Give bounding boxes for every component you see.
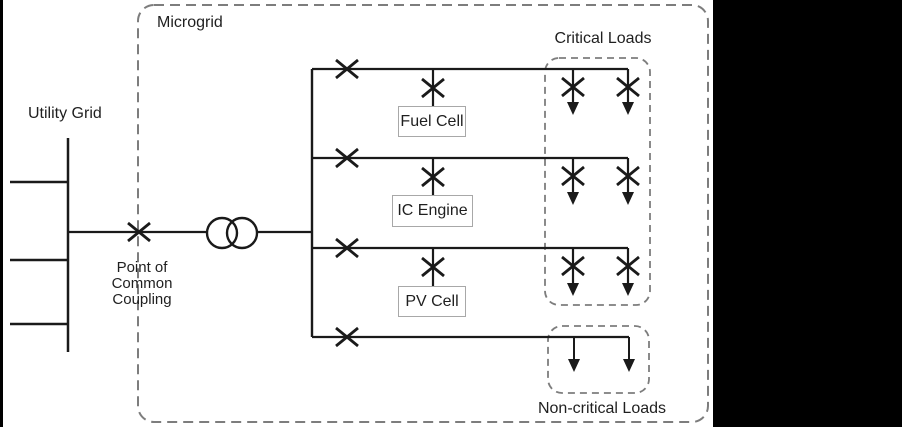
- fuel-cell-label: Fuel Cell: [400, 112, 464, 130]
- feeder-2-breaker-icon: [335, 147, 359, 169]
- critical-loads-feeder-2: [561, 158, 640, 205]
- transformer-coil-right: [225, 216, 259, 250]
- feeder-lines: [312, 67, 629, 339]
- ic-engine-label: IC Engine: [397, 202, 468, 219]
- pcc-breaker-icon: [127, 221, 151, 243]
- critical-loads-label: Critical Loads: [554, 30, 652, 47]
- pcc-label-line-3: Coupling: [112, 291, 172, 308]
- pcc-label-line-2: Common: [111, 275, 173, 292]
- non-critical-drop-lines: [573, 337, 630, 361]
- ic-engine-breaker-icon: [421, 166, 445, 188]
- critical-f3-load-arrow-left-icon: [567, 283, 579, 296]
- critical-loads-feeder-3: [561, 248, 640, 296]
- critical-f2-load-arrow-left-icon: [567, 192, 579, 205]
- feeder-1-breaker-icon: [335, 58, 359, 80]
- non-critical-loads-label: Non-critical Loads: [537, 400, 667, 417]
- fuel-cell-breaker-icon: [421, 77, 445, 99]
- critical-f2-load-arrow-right-icon: [622, 192, 634, 205]
- ic-engine-box: IC Engine: [392, 195, 473, 227]
- critical-f3-breaker-left-icon: [561, 255, 585, 277]
- non-critical-load-arrow-right-icon: [623, 359, 635, 372]
- feeder-breakers: [335, 58, 359, 348]
- critical-loads-feeder-1: [561, 69, 640, 115]
- critical-f1-breaker-right-icon: [616, 76, 640, 98]
- feeder-3-breaker-icon: [335, 237, 359, 259]
- microgrid-label: Microgrid: [157, 14, 223, 31]
- non-critical-load-arrow-left-icon: [568, 359, 580, 372]
- critical-f2-breaker-right-icon: [616, 165, 640, 187]
- pcc-label: Point of Common Coupling: [96, 260, 188, 308]
- sheet-background: [3, 0, 713, 427]
- critical-f1-load-arrow-left-icon: [567, 102, 579, 115]
- pv-cell-breaker-icon: [421, 256, 445, 278]
- critical-f1-breaker-left-icon: [561, 76, 585, 98]
- non-critical-loads-boundary: [547, 325, 650, 394]
- non-critical-loads-feeder-4: [568, 337, 635, 372]
- transformer-coil-left: [205, 216, 239, 250]
- critical-f1-load-arrow-right-icon: [622, 102, 634, 115]
- pv-cell-box: PV Cell: [398, 286, 466, 317]
- pv-cell-label: PV Cell: [405, 292, 459, 310]
- transformer-icon: [205, 216, 259, 250]
- generator-drops: [421, 69, 445, 286]
- critical-f3-breaker-right-icon: [616, 255, 640, 277]
- pcc-label-line-1: Point of: [116, 259, 168, 276]
- critical-f2-breaker-left-icon: [561, 165, 585, 187]
- critical-loads-boundary: [544, 57, 651, 306]
- utility-grid-bus: [10, 138, 70, 352]
- feeder-4-breaker-icon: [335, 326, 359, 348]
- utility-grid-label: Utility Grid: [28, 105, 102, 122]
- fuel-cell-box: Fuel Cell: [398, 106, 466, 137]
- critical-f3-load-arrow-right-icon: [622, 283, 634, 296]
- microgrid-boundary: [137, 4, 709, 423]
